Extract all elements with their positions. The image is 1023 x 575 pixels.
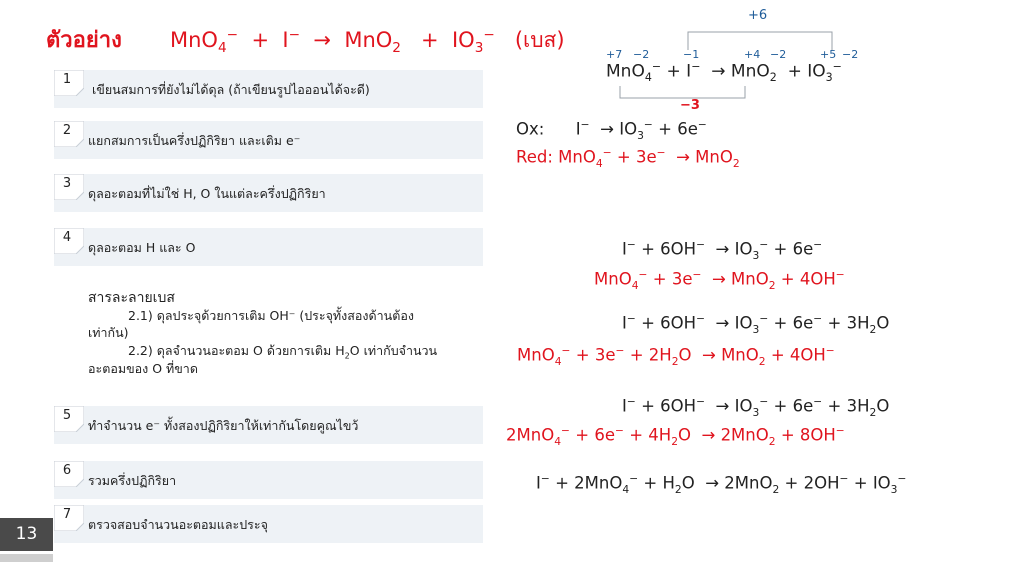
step-text: ดุลอะตอมที่ไม่ใช่ H, O ในแต่ละครึ่งปฏิกิ…	[88, 186, 326, 201]
ox-state-mn-reactant: +7	[606, 48, 623, 61]
step-text: ตรวจสอบจำนวนอะตอมและประจุ	[88, 517, 268, 532]
slide-title: ตัวอย่าง	[46, 28, 122, 53]
step-6: 6 รวมครึ่งปฏิกิริยา	[54, 461, 483, 499]
red-eq-oh-added: MnO4− + 3e− → MnO2 + 4OH−	[594, 268, 845, 292]
ox-eq-balanced: I− + 6OH− → IO3− + 6e− + 3H2O	[622, 312, 890, 336]
step-4: 4 ดุลอะตอม H และ O	[54, 228, 483, 266]
base-note-rule-2: 2.2) ดุลจำนวนอะตอม O ด้วยการเติม H2O เท่…	[128, 343, 438, 361]
step-2: 2 แยกสมการเป็นครึ่งปฏิกิริยา และเติม e⁻	[54, 121, 483, 159]
overall-equation: I− + 2MnO4− + H2O → 2MnO2 + 2OH− + IO3−	[536, 472, 907, 496]
electron-change-bottom: −3	[680, 98, 700, 113]
title-condition: (เบส)	[514, 28, 565, 52]
base-note-heading: สารละลายเบส	[88, 290, 175, 306]
ox-eq-oh-added: I− + 6OH− → IO3− + 6e−	[622, 238, 823, 262]
reduction-half-reaction: Red: MnO4− + 3e− → MnO2	[516, 146, 740, 170]
step-badge: 5	[54, 406, 84, 432]
electron-change-top: +6	[748, 8, 768, 23]
ox-label: Ox:	[516, 119, 545, 139]
ox-state-mn-product: +4	[744, 48, 761, 61]
red-eq-balanced: MnO4− + 3e− + 2H2O → MnO2 + 4OH−	[517, 344, 835, 368]
page-number: 13	[0, 518, 53, 551]
step-badge: 4	[54, 228, 84, 254]
ox-eq-final: I− + 6OH− → IO3− + 6e− + 3H2O	[622, 395, 890, 419]
base-note-rule-1-cont: เท่ากัน)	[88, 325, 129, 340]
step-7: 7 ตรวจสอบจำนวนอะตอมและประจุ	[54, 505, 483, 543]
step-3: 3 ดุลอะตอมที่ไม่ใช่ H, O ในแต่ละครึ่งปฏิ…	[54, 174, 483, 212]
step-text: ดุลอะตอม H และ O	[88, 240, 196, 255]
ox-state-iodine-product: +5	[820, 48, 837, 61]
step-1: 1 เขียนสมการที่ยังไม่ได้ดุล (ถ้าเขียนรูป…	[54, 70, 483, 108]
electron-transfer-brackets	[619, 31, 833, 99]
step-5: 5 ทำจำนวน e⁻ ทั้งสองปฏิกิริยาให้เท่ากันโ…	[54, 406, 483, 444]
oxidation-half-reaction: Ox: I− → IO3− + 6e−	[516, 118, 707, 142]
title-equation: MnO4− + I− → MnO2 + IO3− (เบส)	[170, 27, 565, 57]
step-badge: 7	[54, 505, 84, 531]
step-badge: 6	[54, 461, 84, 487]
step-text: ทำจำนวน e⁻ ทั้งสองปฏิกิริยาให้เท่ากันโดย…	[88, 418, 359, 433]
red-eq-multiplied: 2MnO4− + 6e− + 4H2O → 2MnO2 + 8OH−	[506, 424, 845, 448]
page-number-bar	[0, 554, 53, 562]
step-badge: 2	[54, 121, 84, 147]
step-badge: 3	[54, 174, 84, 200]
step-text: เขียนสมการที่ยังไม่ได้ดุล (ถ้าเขียนรูปไอ…	[92, 82, 370, 97]
ox-state-o-iodate: −2	[842, 48, 859, 61]
ox-state-o-reactant: −2	[633, 48, 650, 61]
red-label: Red:	[516, 147, 553, 167]
ox-state-o-product: −2	[770, 48, 787, 61]
step-badge: 1	[54, 70, 84, 96]
step-text: แยกสมการเป็นครึ่งปฏิกิริยา และเติม e⁻	[88, 133, 301, 148]
diagram-equation: MnO4− + I− → MnO2 + IO3−	[606, 60, 842, 85]
base-note-rule-2-cont: อะตอมของ O ที่ขาด	[88, 361, 198, 376]
base-note-rule-1: 2.1) ดุลประจุด้วยการเติม OH⁻ (ประจุทั้งส…	[128, 308, 414, 323]
step-text: รวมครึ่งปฏิกิริยา	[88, 473, 177, 488]
ox-state-iodide: −1	[683, 48, 700, 61]
